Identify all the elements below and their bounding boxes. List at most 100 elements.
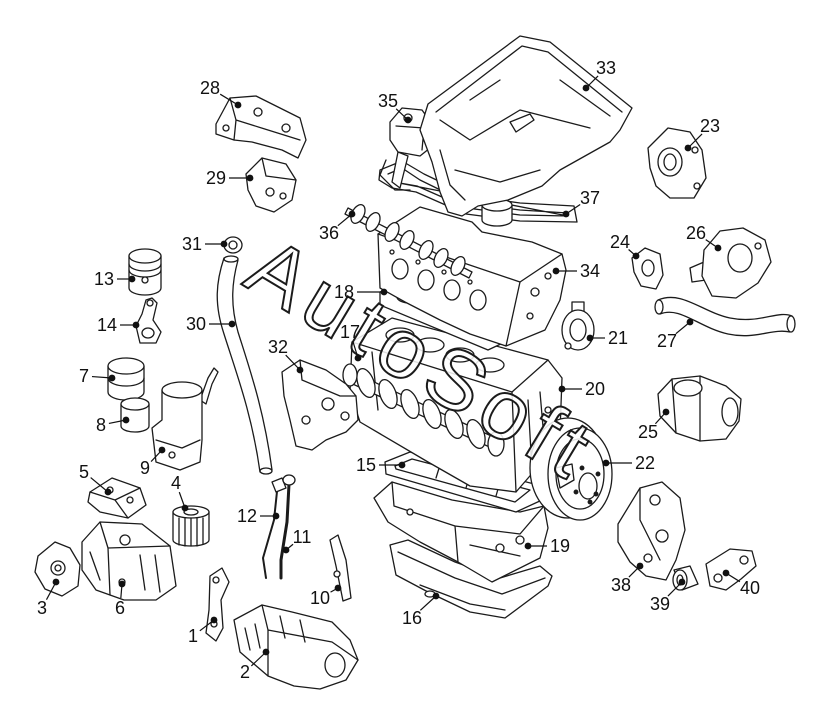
callout-number: 16 [402, 608, 422, 628]
callout-5: 5 [79, 462, 112, 496]
part-1 [205, 567, 230, 642]
part-11 [279, 474, 296, 580]
part-6 [81, 521, 177, 601]
callout-number: 8 [96, 415, 106, 435]
part-21 [561, 301, 595, 351]
callout-number: 14 [97, 315, 117, 335]
part-4 [172, 505, 210, 547]
callout-26: 26 [686, 223, 722, 252]
leader-dot [354, 354, 362, 362]
callout-number: 39 [650, 594, 670, 614]
part-20 [349, 317, 563, 493]
callout-number: 19 [550, 536, 570, 556]
leader-dot [678, 578, 686, 586]
callout-7: 7 [79, 366, 116, 386]
callout-4: 4 [171, 473, 189, 512]
callout-number: 27 [657, 331, 677, 351]
callout-number: 2 [240, 662, 250, 682]
callout-21: 21 [586, 328, 628, 348]
callout-23: 23 [684, 116, 720, 152]
callout-layer: 1234567891011121314151617181920212223242… [37, 58, 760, 682]
leader-line [285, 354, 301, 371]
leader-dot [562, 210, 570, 218]
part-24 [631, 247, 664, 290]
callout-1: 1 [188, 616, 218, 646]
leader-dot [662, 408, 670, 416]
leader-dot [404, 116, 412, 124]
leader-line [419, 595, 437, 611]
callout-24: 24 [610, 232, 640, 260]
callout-31: 31 [182, 234, 228, 254]
leader-dot [181, 504, 189, 512]
callout-number: 22 [635, 453, 655, 473]
callout-37: 37 [562, 188, 600, 218]
callout-number: 38 [611, 575, 631, 595]
part-16 [389, 539, 553, 619]
callout-number: 26 [686, 223, 706, 243]
part-27 [654, 296, 796, 337]
callout-number: 13 [94, 269, 114, 289]
callout-27: 27 [657, 318, 694, 351]
callout-35: 35 [378, 91, 412, 124]
leader-dot [686, 318, 694, 326]
callout-number: 25 [638, 422, 658, 442]
callout-number: 21 [608, 328, 628, 348]
leader-dot [210, 616, 218, 624]
callout-number: 35 [378, 91, 398, 111]
leader-dot [128, 275, 136, 283]
part-13 [128, 248, 162, 296]
callout-39: 39 [650, 578, 686, 614]
leader-dot [108, 374, 116, 382]
callout-number: 1 [188, 626, 198, 646]
callout-12: 12 [237, 506, 280, 526]
leader-dot [334, 584, 342, 592]
callout-22: 22 [602, 453, 655, 473]
part-22 [529, 417, 613, 521]
callout-15: 15 [356, 455, 406, 475]
callout-number: 10 [310, 588, 330, 608]
part-7 [107, 357, 145, 401]
callout-number: 15 [356, 455, 376, 475]
callout-number: 7 [79, 366, 89, 386]
callout-number: 18 [334, 282, 354, 302]
callout-number: 20 [585, 379, 605, 399]
part-3 [34, 541, 81, 597]
leader-dot [132, 321, 140, 329]
leader-dot [296, 366, 304, 374]
callout-number: 9 [140, 458, 150, 478]
leader-dot [348, 210, 356, 218]
part-25 [657, 375, 742, 442]
leader-dot [122, 416, 130, 424]
part-14 [135, 297, 162, 344]
callout-number: 23 [700, 116, 720, 136]
leader-dot [220, 240, 228, 248]
leader-dot [524, 542, 532, 550]
callout-34: 34 [552, 261, 600, 281]
callout-number: 12 [237, 506, 257, 526]
leader-dot [432, 592, 440, 600]
callout-number: 31 [182, 234, 202, 254]
callout-32: 32 [268, 337, 304, 374]
callout-33: 33 [582, 58, 616, 92]
callout-16: 16 [402, 592, 440, 628]
part-8 [120, 397, 150, 433]
callout-38: 38 [611, 562, 644, 595]
callout-number: 37 [580, 188, 600, 208]
part-40 [705, 548, 757, 591]
callout-28: 28 [200, 78, 242, 109]
callout-number: 32 [268, 337, 288, 357]
part-19 [373, 481, 549, 583]
callout-40: 40 [722, 569, 760, 598]
callout-10: 10 [310, 584, 342, 608]
leader-dot [246, 174, 254, 182]
part-17 [342, 363, 505, 457]
callout-8: 8 [96, 415, 130, 435]
leader-dot [398, 461, 406, 469]
leader-dot [158, 446, 166, 454]
callout-14: 14 [97, 315, 140, 335]
callout-number: 36 [319, 223, 339, 243]
part-10 [329, 534, 352, 602]
leader-dot [586, 334, 594, 342]
callout-3: 3 [37, 578, 60, 618]
